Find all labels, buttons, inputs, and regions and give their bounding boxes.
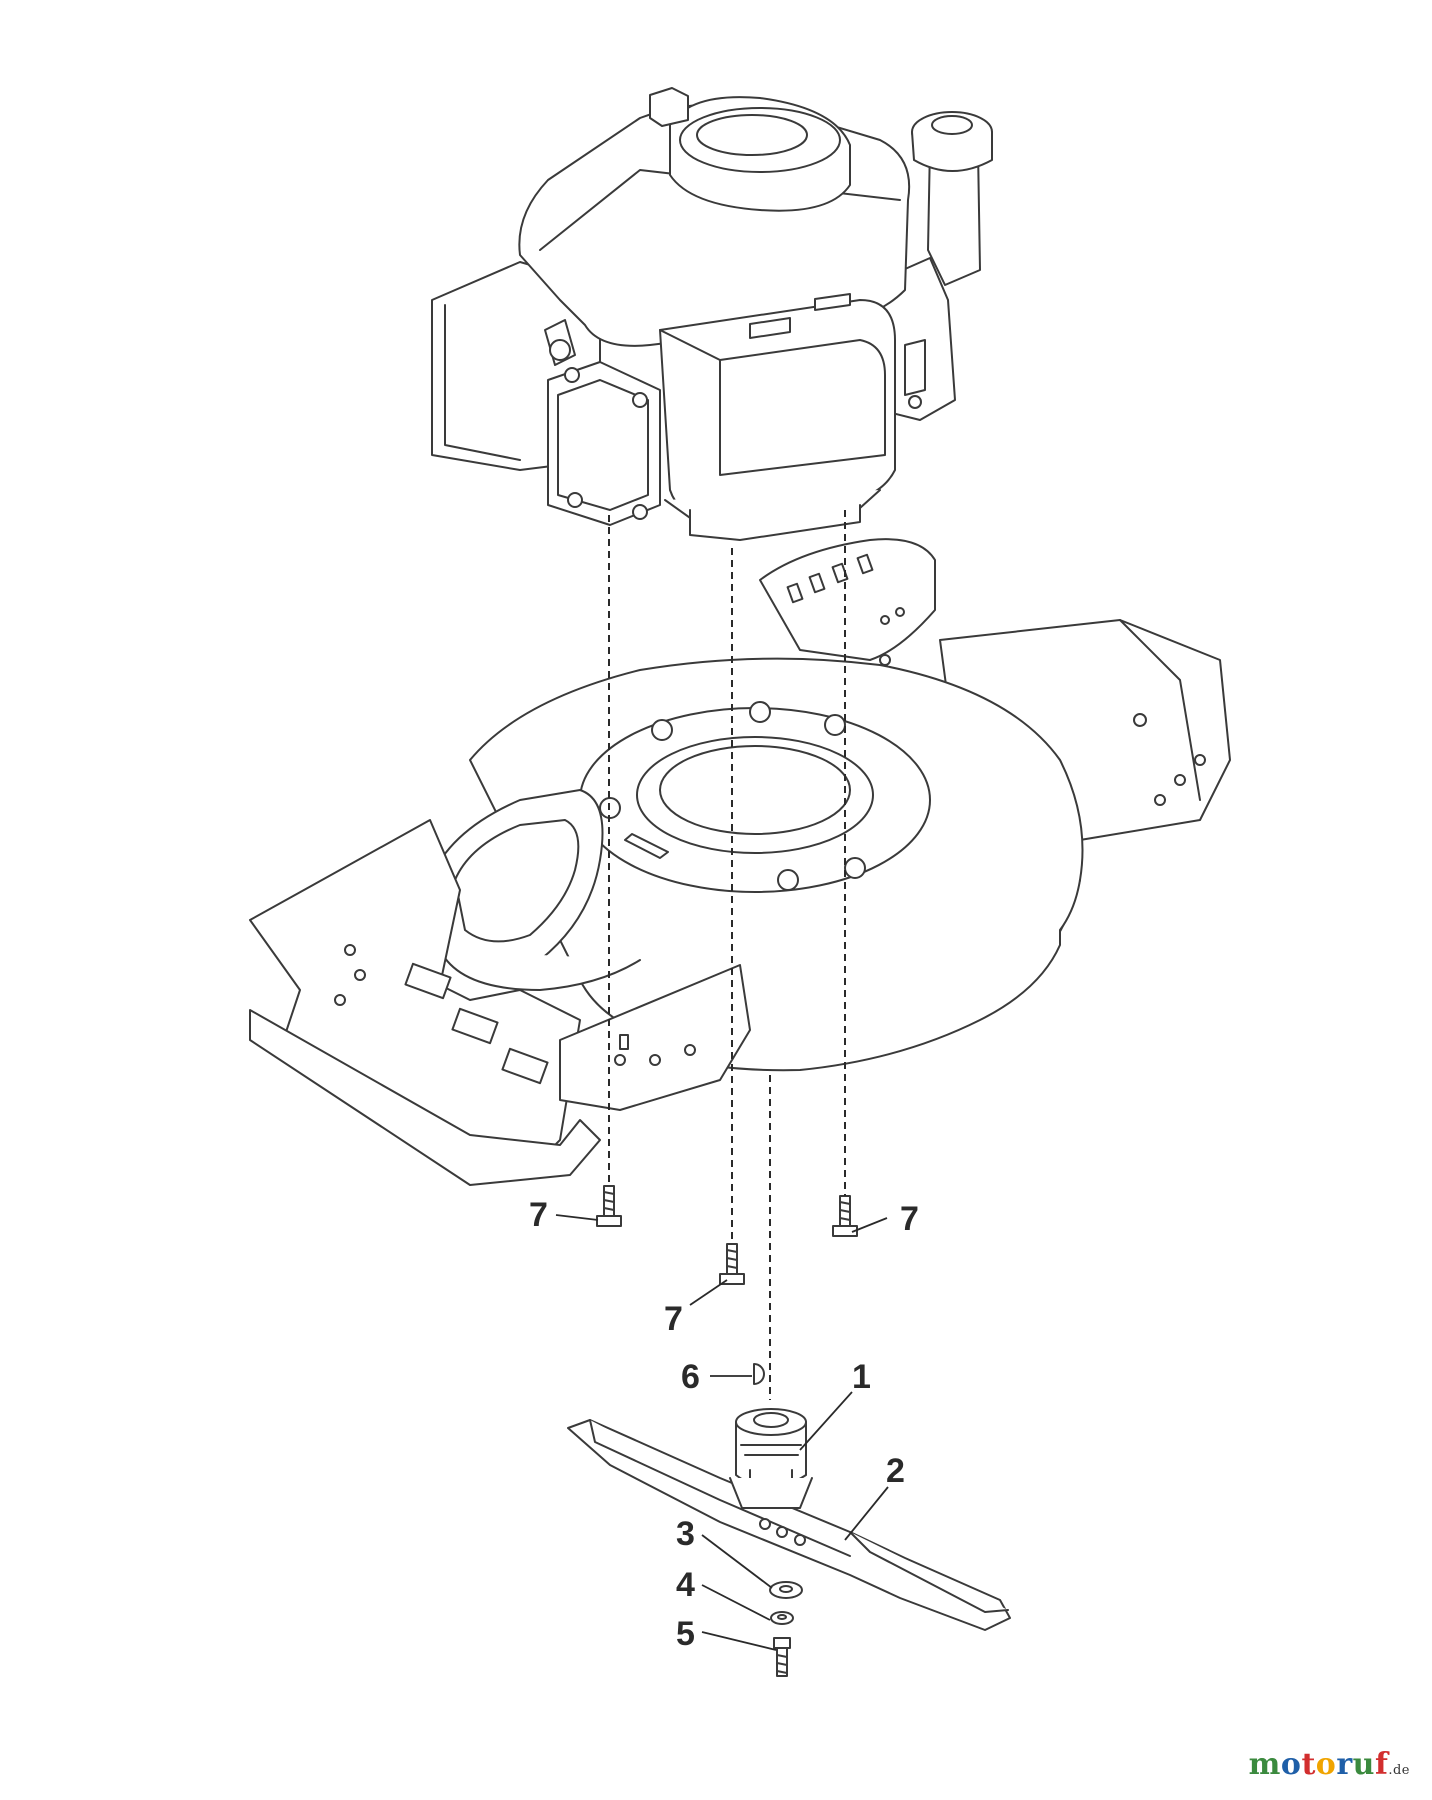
- leader-lines: [555, 1214, 889, 1651]
- assembly-lines: [608, 510, 846, 1400]
- wm-letter-o2: o: [1315, 1747, 1337, 1782]
- wm-letter-t: t: [1301, 1747, 1316, 1782]
- callout-7-middle: 7: [664, 1300, 683, 1338]
- blade-bolt: [773, 1637, 791, 1677]
- callout-5: 5: [676, 1615, 695, 1653]
- callout-4: 4: [676, 1566, 695, 1604]
- wm-letter-r: r: [1336, 1747, 1353, 1782]
- callout-2: 2: [886, 1452, 905, 1490]
- callout-7-left: 7: [529, 1196, 548, 1234]
- bolt-7-left: [596, 1185, 622, 1227]
- mower-deck: [249, 538, 1231, 1186]
- wm-suffix: .de: [1388, 1763, 1410, 1778]
- callout-3: 3: [676, 1515, 695, 1553]
- callout-7-right: 7: [900, 1200, 919, 1238]
- engine: [431, 87, 993, 541]
- washer: [769, 1581, 803, 1599]
- woodruff-key: [753, 1363, 765, 1385]
- wm-letter-m: m: [1248, 1747, 1281, 1782]
- callout-6: 6: [681, 1358, 700, 1396]
- blade-adapter: [729, 1408, 813, 1509]
- blade: [567, 1419, 1011, 1631]
- wm-letter-u: u: [1352, 1747, 1375, 1782]
- wm-letter-f: f: [1374, 1747, 1389, 1782]
- callout-1: 1: [852, 1358, 871, 1396]
- wm-letter-o: o: [1280, 1747, 1302, 1782]
- callout-numbers: 1 2 3 4 5 6 7 7 7: [529, 1196, 919, 1653]
- lock-washer: [770, 1611, 794, 1625]
- watermark-logo: motoruf.de: [1249, 1747, 1410, 1782]
- bolt-7-middle: [719, 1243, 745, 1285]
- bolt-7-right: [832, 1195, 858, 1237]
